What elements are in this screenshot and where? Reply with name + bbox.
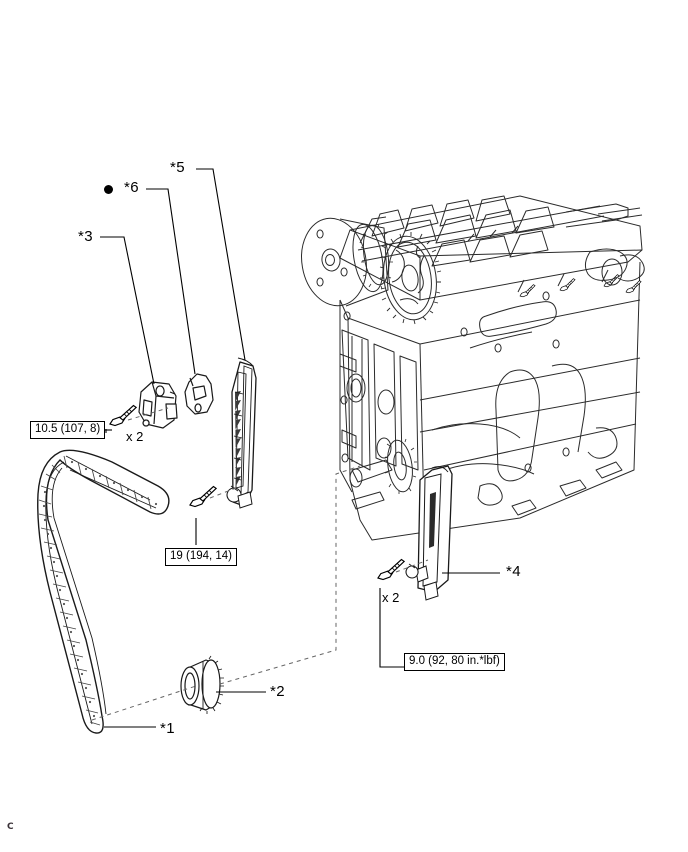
bolt-damper xyxy=(374,558,409,582)
bolt-quantity-damper: x 2 xyxy=(382,590,400,605)
bolt-tensioner xyxy=(106,404,141,428)
non-reusable-part-dot xyxy=(104,185,113,194)
torque-spec-slipper: 19 (194, 14) xyxy=(165,548,238,566)
torque-spec-tensioner: 10.5 (107, 8) xyxy=(30,421,106,439)
callout-label-2: *2 xyxy=(270,683,285,700)
crankshaft-timing-sprocket-drawing xyxy=(180,655,224,714)
bolt-quantity-tensioner: x 2 xyxy=(126,429,144,444)
callout-label-1: *1 xyxy=(160,720,175,737)
bolt-slipper xyxy=(186,485,221,509)
callout-label-6: *6 xyxy=(124,179,139,196)
callout-label-3: *3 xyxy=(78,228,93,245)
callout-label-4: *4 xyxy=(506,563,521,580)
engine-block-drawing xyxy=(301,195,645,541)
page-corner-mark: C xyxy=(7,822,14,832)
leader-lines xyxy=(100,168,500,728)
callout-label-5: *5 xyxy=(170,159,185,176)
chain-vibration-damper-drawing xyxy=(405,465,453,601)
chain-tensioner-slipper-drawing xyxy=(226,357,257,509)
torque-spec-damper: 9.0 (92, 80 in.*lbf) xyxy=(404,653,505,671)
assembly-alignment-lines xyxy=(91,407,429,721)
tensioner-gasket-drawing xyxy=(184,373,214,415)
timing-chain-drawing xyxy=(37,449,170,734)
chain-tensioner-assembly-drawing xyxy=(138,381,178,429)
